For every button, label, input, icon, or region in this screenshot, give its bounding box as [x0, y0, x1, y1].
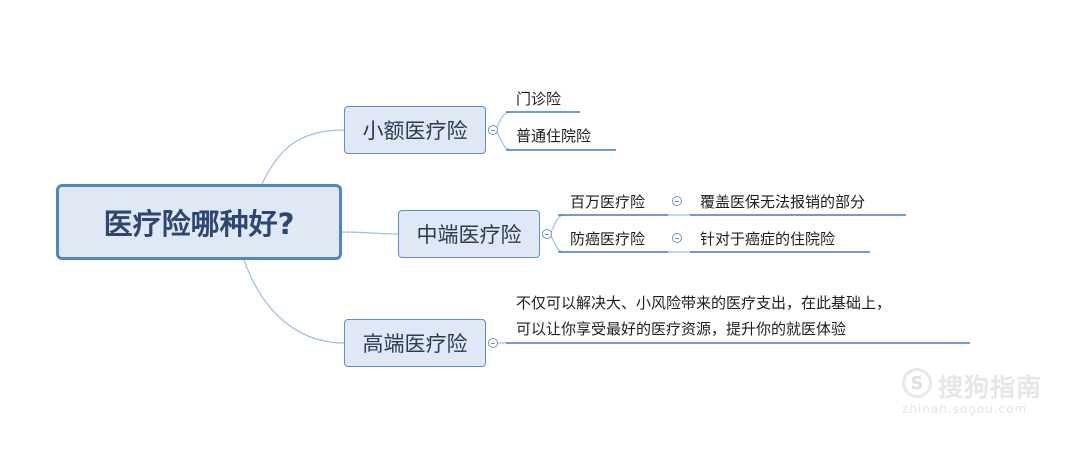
link-root-b1 — [261, 129, 345, 185]
leaf-general-hospital[interactable]: 普通住院险 — [516, 127, 592, 145]
detail-high-line-1[interactable]: 不仅可以解决大、小风险带来的医疗支出，在此基础上， — [516, 294, 892, 312]
collapse-icon[interactable] — [542, 229, 552, 239]
link-b2-c1 — [549, 214, 565, 235]
sogou-logo-icon: S — [902, 368, 932, 398]
leaf-million-medical[interactable]: 百万医疗险 — [570, 193, 646, 211]
link-root-b2 — [341, 231, 399, 235]
collapse-icon[interactable] — [488, 338, 498, 348]
detail-cancer-medical[interactable]: 针对于癌症的住院险 — [700, 230, 836, 248]
leaf-cancer-medical[interactable]: 防癌医疗险 — [570, 230, 646, 248]
link-root-b3 — [243, 259, 345, 344]
link-b1-leaf2 — [495, 129, 513, 151]
link-b1-leaf1 — [495, 111, 513, 131]
branch-small-medical[interactable]: 小额医疗险 — [344, 106, 486, 154]
branch-mid-medical[interactable]: 中端医疗险 — [398, 210, 540, 258]
watermark-url: zhinan.sogou.com — [902, 402, 1028, 416]
collapse-icon[interactable] — [488, 125, 498, 135]
root-topic[interactable]: 医疗险哪种好? — [56, 184, 342, 260]
detail-million-medical[interactable]: 覆盖医保无法报销的部分 — [700, 193, 866, 211]
leaf-outpatient[interactable]: 门诊险 — [516, 90, 562, 108]
watermark-text: 搜狗指南 — [938, 373, 1043, 402]
branch-high-medical[interactable]: 高端医疗险 — [344, 319, 486, 367]
detail-high-line-2[interactable]: 可以让你享受最好的医疗资源，提升你的就医体验 — [516, 320, 847, 338]
collapse-icon[interactable] — [672, 196, 682, 206]
link-b2-c2 — [549, 233, 565, 253]
collapse-icon[interactable] — [672, 233, 682, 243]
